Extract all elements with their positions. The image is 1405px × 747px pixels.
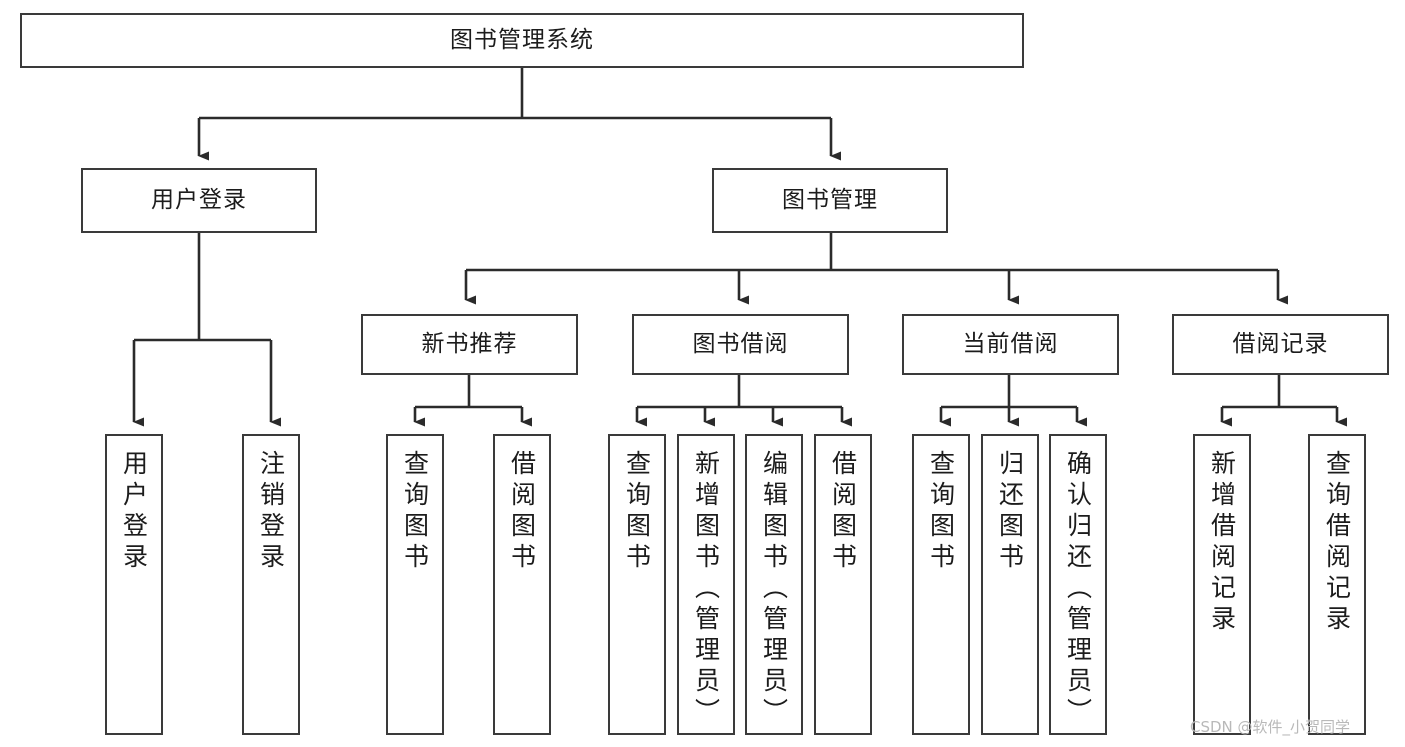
node-book-borrow[interactable]: 图书借阅 xyxy=(632,314,849,375)
node-borrow-record[interactable]: 借阅记录 xyxy=(1172,314,1389,375)
node-label: 查询图书 xyxy=(400,450,430,574)
leaf-user-login-login[interactable]: 用户登录 xyxy=(105,434,163,735)
leaf-record-add-record[interactable]: 新增借阅记录 xyxy=(1193,434,1251,735)
leaf-user-login-logout[interactable]: 注销登录 xyxy=(242,434,300,735)
node-user-login[interactable]: 用户登录 xyxy=(81,168,317,233)
node-label: 确认归还（管理员） xyxy=(1063,450,1093,729)
node-label: 新增图书（管理员） xyxy=(691,450,721,729)
leaf-recommend-borrow-book[interactable]: 借阅图书 xyxy=(493,434,551,735)
node-label: 图书管理 xyxy=(782,187,878,213)
csdn-watermark: CSDN @软件_小贺同学 xyxy=(1190,718,1351,736)
leaf-borrow-add-book[interactable]: 新增图书（管理员） xyxy=(677,434,735,735)
leaf-borrow-borrow-book[interactable]: 借阅图书 xyxy=(814,434,872,735)
node-label: 查询借阅记录 xyxy=(1322,450,1352,636)
leaf-borrow-edit-book[interactable]: 编辑图书（管理员） xyxy=(745,434,803,735)
node-root-system[interactable]: 图书管理系统 xyxy=(20,13,1024,68)
node-label: 当前借阅 xyxy=(962,331,1059,357)
node-new-book-recommend[interactable]: 新书推荐 xyxy=(361,314,578,375)
leaf-recommend-query-book[interactable]: 查询图书 xyxy=(386,434,444,735)
node-label: 用户登录 xyxy=(151,187,247,213)
node-label: 查询图书 xyxy=(926,450,956,574)
leaf-current-confirm-return[interactable]: 确认归还（管理员） xyxy=(1049,434,1107,735)
node-label: 新增借阅记录 xyxy=(1207,450,1237,636)
node-label: 编辑图书（管理员） xyxy=(759,450,789,729)
node-label: 归还图书 xyxy=(995,450,1025,574)
leaf-current-query-book[interactable]: 查询图书 xyxy=(912,434,970,735)
node-label: 注销登录 xyxy=(256,450,286,574)
node-current-borrow[interactable]: 当前借阅 xyxy=(902,314,1119,375)
node-label: 查询图书 xyxy=(622,450,652,574)
node-label: 借阅记录 xyxy=(1232,331,1329,357)
node-label: 新书推荐 xyxy=(421,331,518,357)
leaf-borrow-query-book[interactable]: 查询图书 xyxy=(608,434,666,735)
node-label: 借阅图书 xyxy=(507,450,537,574)
leaf-current-return-book[interactable]: 归还图书 xyxy=(981,434,1039,735)
node-label: 图书管理系统 xyxy=(450,27,594,53)
leaf-record-query-record[interactable]: 查询借阅记录 xyxy=(1308,434,1366,735)
node-label: 借阅图书 xyxy=(828,450,858,574)
node-label: 图书借阅 xyxy=(692,331,789,357)
node-label: 用户登录 xyxy=(119,450,149,574)
node-book-management[interactable]: 图书管理 xyxy=(712,168,948,233)
